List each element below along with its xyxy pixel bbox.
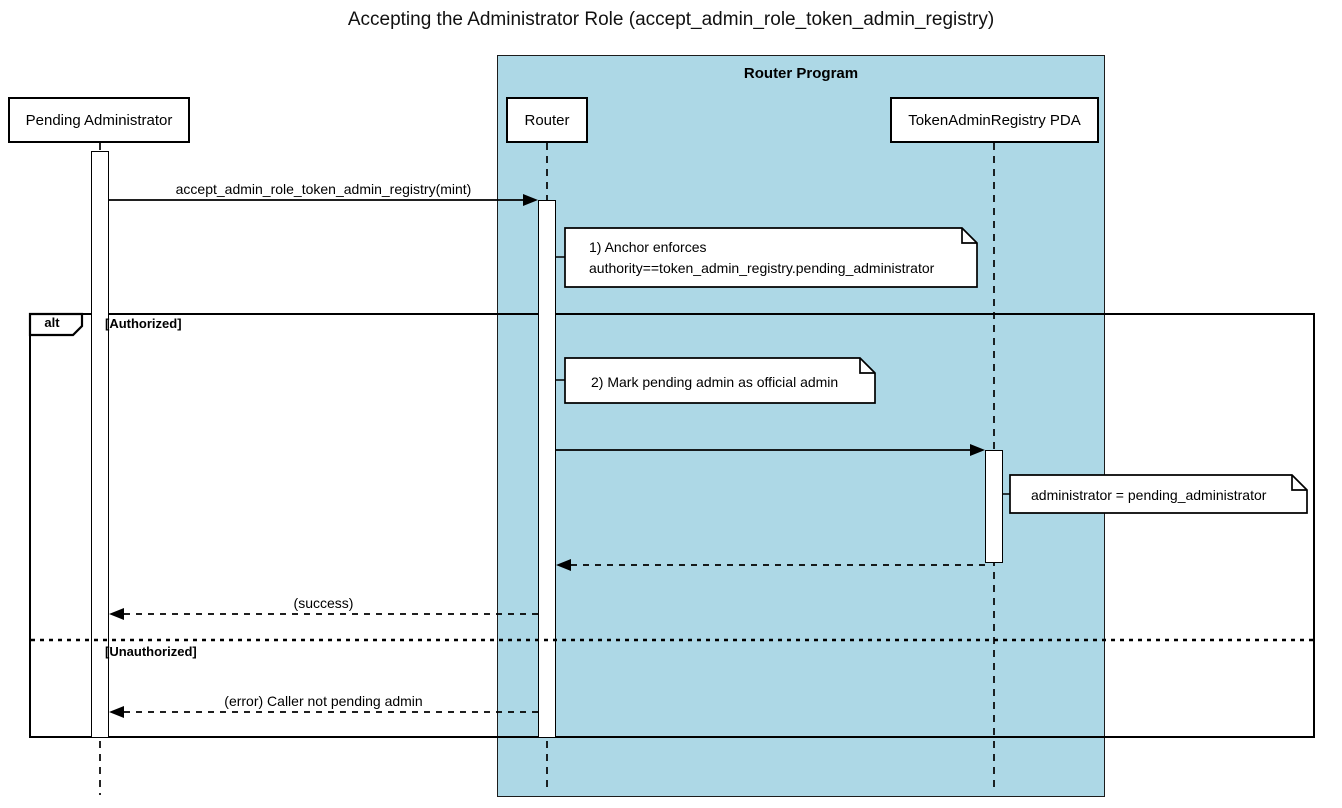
router-program-container <box>497 55 1105 797</box>
diagram-title: Accepting the Administrator Role (accept… <box>347 9 995 30</box>
participant-router: Router <box>506 97 588 143</box>
alt-operator-label: alt <box>44 315 60 330</box>
message-call-label: accept_admin_role_token_admin_registry(m… <box>175 181 472 197</box>
activation-pending-admin <box>91 151 109 738</box>
message-error-label: (error) Caller not pending admin <box>224 693 423 709</box>
participant-pending-administrator-label: Pending Administrator <box>25 111 173 129</box>
activation-router <box>538 200 556 738</box>
router-program-label: Router Program <box>743 65 859 82</box>
message-success-label: (success) <box>293 595 354 611</box>
note-anchor-enforces-line2: authority==token_admin_registry.pending_… <box>589 260 935 276</box>
participant-token-admin-registry-label: TokenAdminRegistry PDA <box>908 111 1081 129</box>
alt-frame <box>29 313 1315 738</box>
activation-token-admin-registry <box>985 450 1003 563</box>
note-assign-admin: administrator = pending_administrator <box>1031 487 1267 503</box>
note-mark-admin: 2) Mark pending admin as official admin <box>591 374 839 390</box>
guard-unauthorized-label: [Unauthorized] <box>105 644 197 659</box>
guard-authorized-label: [Authorized] <box>105 316 182 331</box>
note-anchor-enforces-line1: 1) Anchor enforces <box>589 239 707 255</box>
participant-token-admin-registry: TokenAdminRegistry PDA <box>890 97 1099 143</box>
note-anchor-enforces: 1) Anchor enforces authority==token_admi… <box>589 237 934 279</box>
participant-router-label: Router <box>524 111 570 129</box>
participant-pending-administrator: Pending Administrator <box>8 97 190 143</box>
